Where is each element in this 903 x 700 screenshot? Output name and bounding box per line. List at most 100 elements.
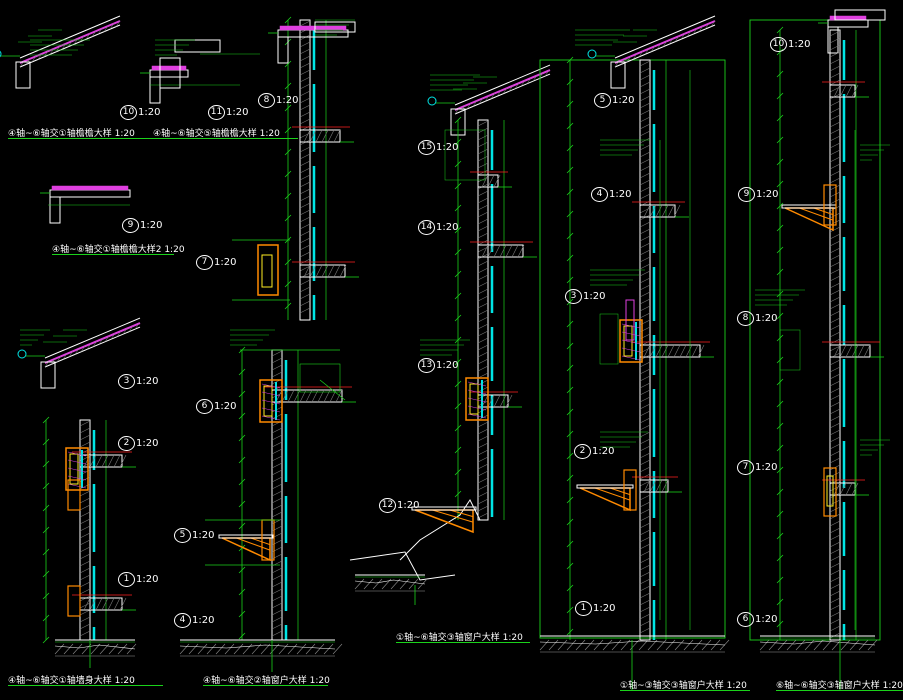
cad-block (829, 29, 841, 641)
cad-line (477, 295, 489, 302)
cad-line (299, 258, 311, 265)
cad-line (108, 643, 119, 655)
cad-block (277, 36, 289, 64)
cad-line (477, 141, 489, 148)
cad-line (299, 76, 311, 83)
cad-line (833, 344, 841, 358)
cad-line (621, 355, 641, 361)
cad-line (454, 380, 462, 388)
cad-block (625, 299, 635, 341)
cad-line (776, 312, 784, 320)
cad-line (284, 302, 292, 310)
cad-line (215, 643, 226, 655)
cad-line (477, 225, 489, 232)
cad-line (639, 207, 651, 214)
cad-line (284, 192, 292, 200)
detail-number: 7 (737, 460, 754, 475)
cad-block (826, 475, 834, 507)
cad-line (333, 129, 341, 143)
cad-line (363, 578, 374, 590)
cad-line (299, 237, 311, 244)
detail-scale: 1:20 (755, 614, 778, 625)
cad-line (206, 643, 217, 655)
cad-line (493, 174, 501, 188)
cad-line (454, 270, 462, 278)
cad-line (829, 625, 841, 632)
cad-line (829, 611, 841, 618)
detail-scale: 1:20 (140, 220, 163, 231)
cad-line (477, 498, 489, 505)
cad-block (444, 129, 486, 181)
cad-line (85, 33, 91, 40)
cad-line (79, 623, 91, 630)
cad-line (566, 342, 574, 350)
cad-line (776, 378, 784, 386)
cad-line (697, 344, 705, 358)
leader-bubble (587, 49, 597, 59)
detail-number: 5 (594, 93, 611, 108)
cad-line (655, 204, 663, 218)
cad-line (829, 121, 841, 128)
cad-line (566, 540, 574, 548)
cad-line (566, 144, 574, 152)
cad-block (299, 129, 341, 143)
cad-line (354, 578, 365, 590)
caption-underline (620, 690, 750, 691)
cad-line (62, 353, 68, 360)
cad-line (284, 258, 292, 266)
cad-line (776, 444, 784, 452)
cad-line (327, 264, 335, 278)
cad-line (95, 454, 103, 468)
cad-line (639, 368, 651, 375)
cad-block (151, 65, 187, 71)
cad-line (857, 344, 865, 358)
cad-line (271, 357, 283, 364)
cad-line (584, 639, 595, 651)
cad-line (621, 323, 641, 329)
caption-underline (203, 685, 328, 686)
cad-line (829, 429, 841, 436)
cad-line (197, 643, 208, 655)
cad-line (621, 347, 641, 353)
cad-line (639, 312, 651, 319)
cad-line (776, 510, 784, 518)
cad-line (639, 417, 651, 424)
cad-block (576, 484, 634, 489)
cad-line (271, 581, 283, 588)
cad-line (639, 529, 651, 536)
cad-line (839, 84, 847, 98)
detail-scale: 1:20 (214, 401, 237, 412)
cad-line (477, 365, 489, 372)
drawing-caption: ④轴~⑥轴交②轴窗户大样 1:20 (203, 676, 330, 686)
detail-number: 1 (575, 601, 592, 616)
cad-line (116, 330, 122, 337)
cad-line (505, 394, 513, 408)
cad-line (31, 55, 37, 63)
cad-line (493, 394, 501, 408)
cad-line (661, 479, 669, 493)
cad-line (299, 209, 311, 216)
cad-line (271, 504, 283, 511)
cad-line (477, 512, 489, 519)
cad-line (639, 501, 651, 508)
cad-line (67, 483, 87, 489)
cad-line (299, 55, 311, 62)
cad-line (566, 276, 574, 284)
cad-line (566, 584, 574, 592)
cad-outline (44, 317, 141, 359)
cad-block (314, 21, 356, 33)
cad-block (15, 61, 31, 89)
cad-line (639, 438, 651, 445)
cad-line (454, 182, 462, 190)
cad-line (626, 55, 632, 63)
cad-line (639, 144, 651, 151)
cad-block (639, 479, 669, 493)
cad-line (829, 44, 841, 51)
drawing-caption: ⑥轴~⑥轴交③轴窗户大样 1:20 (776, 681, 903, 691)
cad-block (159, 57, 181, 89)
detail-scale: 1:20 (583, 291, 606, 302)
